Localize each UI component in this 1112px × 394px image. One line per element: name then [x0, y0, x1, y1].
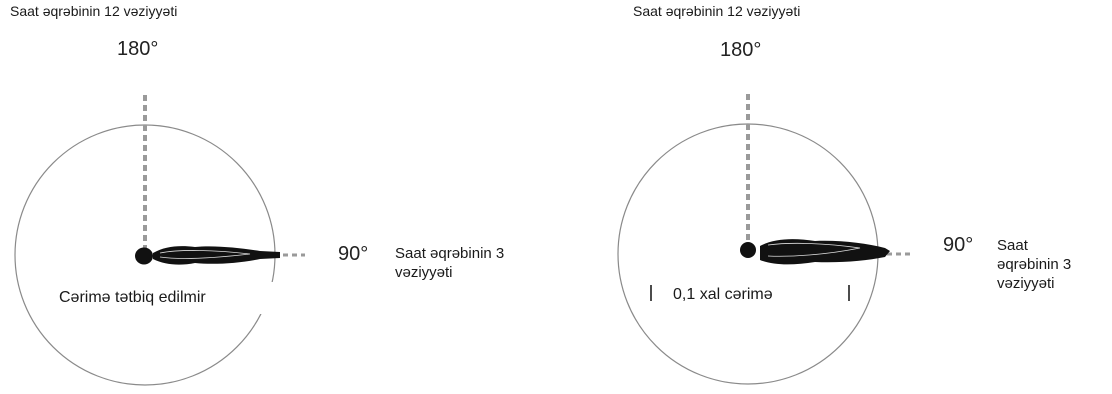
diagram-panel-penalty: Saat əqrəbinin 12 vəziyyəti 180° 90° Saa…	[560, 0, 1112, 394]
side-position-caption: Saat əqrəbinin 3 vəziyyəti	[395, 245, 505, 281]
penalty-label-background	[48, 282, 276, 314]
angle-180-label: 180°	[117, 38, 159, 60]
lying-gymnast-icon	[135, 246, 280, 265]
clock-diagram-left	[14, 95, 305, 386]
lying-gymnast-icon	[740, 239, 890, 265]
angle-90-label: 90°	[943, 234, 974, 256]
clock-diagram-right	[617, 94, 910, 385]
side-position-caption: Saat əqrəbinin 3 vəziyyəti	[997, 237, 1072, 292]
angle-90-label: 90°	[338, 243, 369, 265]
penalty-label: Cərimə tətbiq edilmir	[59, 289, 206, 306]
top-position-caption: Saat əqrəbinin 12 vəziyyəti	[633, 3, 801, 19]
penalty-label: 0,1 xal cərimə	[673, 286, 773, 303]
top-position-caption: Saat əqrəbinin 12 vəziyyəti	[10, 3, 178, 19]
angle-180-label: 180°	[720, 39, 762, 61]
diagram-panel-no-penalty: Saat əqrəbinin 12 vəziyyəti 180° 90° Saa…	[10, 3, 505, 386]
